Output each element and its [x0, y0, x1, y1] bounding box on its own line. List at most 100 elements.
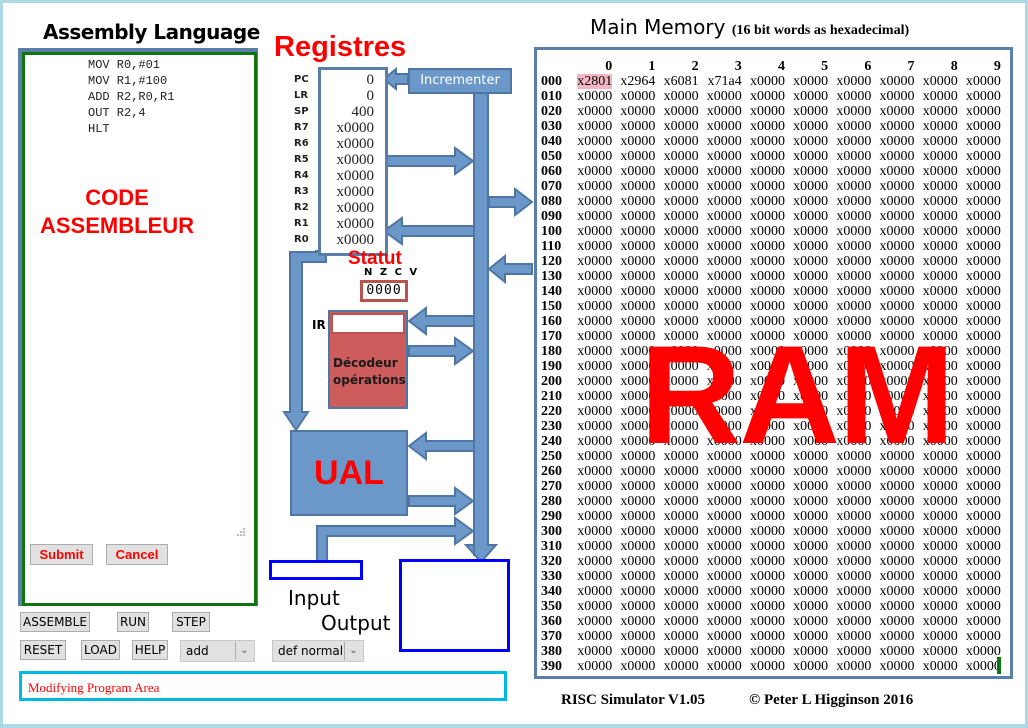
- memory-cell-value: x0000: [577, 464, 613, 479]
- memory-cell: x0000: [742, 194, 785, 209]
- memory-cell-value: x0000: [706, 344, 742, 359]
- register-label-sp: SP: [294, 106, 309, 117]
- memory-cell: x0000: [915, 524, 958, 539]
- memory-cell: x0000: [655, 524, 699, 539]
- memory-cell: x0000: [699, 554, 742, 569]
- memory-cell-value: x0000: [793, 344, 829, 359]
- memory-cell: x0000: [612, 569, 655, 584]
- cancel-button[interactable]: Cancel: [106, 544, 168, 565]
- memory-cell-value: x0000: [620, 194, 656, 209]
- run-button[interactable]: RUN: [117, 612, 149, 632]
- step-button[interactable]: STEP: [172, 612, 210, 632]
- memory-cell: x0000: [828, 104, 871, 119]
- memory-cell: x0000: [742, 164, 785, 179]
- memory-cell: x0000: [828, 509, 871, 524]
- memory-cell-value: x0000: [793, 434, 829, 449]
- load-button[interactable]: LOAD: [81, 640, 120, 660]
- memory-cell-value: x0000: [965, 329, 1001, 344]
- memory-cell-value: x0000: [577, 539, 613, 554]
- memory-cell: x0000: [871, 209, 915, 224]
- memory-cell: x0000: [742, 74, 785, 89]
- registers-to-alu-arrow: [282, 250, 327, 432]
- memory-cell-value: x0000: [706, 584, 742, 599]
- memory-cell: x0000: [569, 359, 612, 374]
- memory-cell: x0000: [958, 554, 1001, 569]
- memory-cell: x0000: [915, 134, 958, 149]
- memory-cell-value: x0000: [922, 224, 958, 239]
- reset-button[interactable]: RESET: [20, 640, 66, 660]
- memory-cell-value: x0000: [922, 239, 958, 254]
- memory-cell: x0000: [699, 104, 742, 119]
- memory-cell: x0000: [655, 239, 699, 254]
- memory-cell: x0000: [785, 74, 828, 89]
- memory-cell: x0000: [915, 164, 958, 179]
- memory-cell-value: x0000: [706, 599, 742, 614]
- memory-cell-value: x0000: [749, 239, 785, 254]
- memory-cell-value: x0000: [749, 74, 785, 89]
- memory-row-address: 080: [541, 194, 562, 209]
- memory-cell: x0000: [828, 179, 871, 194]
- memory-cell: x0000: [828, 299, 871, 314]
- example-program-select[interactable]: add ⌄: [180, 640, 255, 662]
- memory-cell-value: x0000: [965, 359, 1001, 374]
- memory-cell-value: x0000: [706, 224, 742, 239]
- memory-row-address: 010: [541, 89, 562, 104]
- assembly-editor[interactable]: [22, 52, 257, 606]
- memory-cell: x0000: [569, 644, 612, 659]
- memory-cell-value: x0000: [620, 494, 656, 509]
- memory-cell: x0000: [785, 164, 828, 179]
- memory-cell: x0000: [699, 599, 742, 614]
- memory-cell-value: x0000: [577, 599, 613, 614]
- submit-button[interactable]: Submit: [30, 544, 93, 565]
- memory-cell-value: x0000: [965, 104, 1001, 119]
- assemble-button[interactable]: ASSEMBLE: [20, 612, 90, 632]
- memory-cell-value: x0000: [836, 209, 872, 224]
- memory-cell: x0000: [915, 149, 958, 164]
- memory-cell: x0000: [785, 269, 828, 284]
- memory-cell: x0000: [569, 314, 612, 329]
- memory-cell: x0000: [828, 584, 871, 599]
- memory-cell-value: x0000: [706, 659, 742, 674]
- memory-cell: x0000: [569, 614, 612, 629]
- memory-cell: x0000: [742, 599, 785, 614]
- memory-cell-value: x0000: [663, 119, 699, 134]
- memory-cell-value: x0000: [922, 479, 958, 494]
- memory-cell-value: x0000: [706, 494, 742, 509]
- memory-cell: x0000: [958, 119, 1001, 134]
- memory-cell-value: x0000: [836, 299, 872, 314]
- help-button[interactable]: HELP: [132, 640, 168, 660]
- memory-cell: x0000: [699, 479, 742, 494]
- memory-cell: x0000: [958, 464, 1001, 479]
- input-field[interactable]: [269, 560, 363, 580]
- memory-cell: x0000: [785, 479, 828, 494]
- memory-cell-value: x0000: [706, 629, 742, 644]
- memory-cell: x0000: [569, 119, 612, 134]
- memory-cell: x0000: [612, 269, 655, 284]
- memory-cell-value: x0000: [577, 269, 613, 284]
- memory-cell: x0000: [612, 509, 655, 524]
- memory-cell-value: x0000: [663, 449, 699, 464]
- memory-cell-value: x0000: [922, 464, 958, 479]
- resize-grip-icon[interactable]: [236, 527, 246, 537]
- memory-cell-value: x0000: [793, 299, 829, 314]
- memory-cell-value: x0000: [706, 539, 742, 554]
- memory-cell: x0000: [828, 419, 871, 434]
- memory-cell-value: x0000: [663, 179, 699, 194]
- memory-cell-value: x0000: [706, 239, 742, 254]
- memory-cell-value: x0000: [663, 644, 699, 659]
- memory-cell-value: x0000: [965, 659, 1001, 674]
- decoder-label-line2: opérations: [333, 373, 406, 387]
- bus-to-alu-arrow: [407, 430, 475, 462]
- memory-cell: x0000: [958, 209, 1001, 224]
- memory-cell: x0000: [785, 554, 828, 569]
- mode-select[interactable]: def normal ⌄: [272, 640, 364, 662]
- memory-cell-value: x0000: [965, 344, 1001, 359]
- assembly-code[interactable]: MOV R0,#01 MOV R1,#100 ADD R2,R0,R1 OUT …: [88, 58, 175, 136]
- memory-cell: x0000: [785, 509, 828, 524]
- memory-cell: x0000: [828, 464, 871, 479]
